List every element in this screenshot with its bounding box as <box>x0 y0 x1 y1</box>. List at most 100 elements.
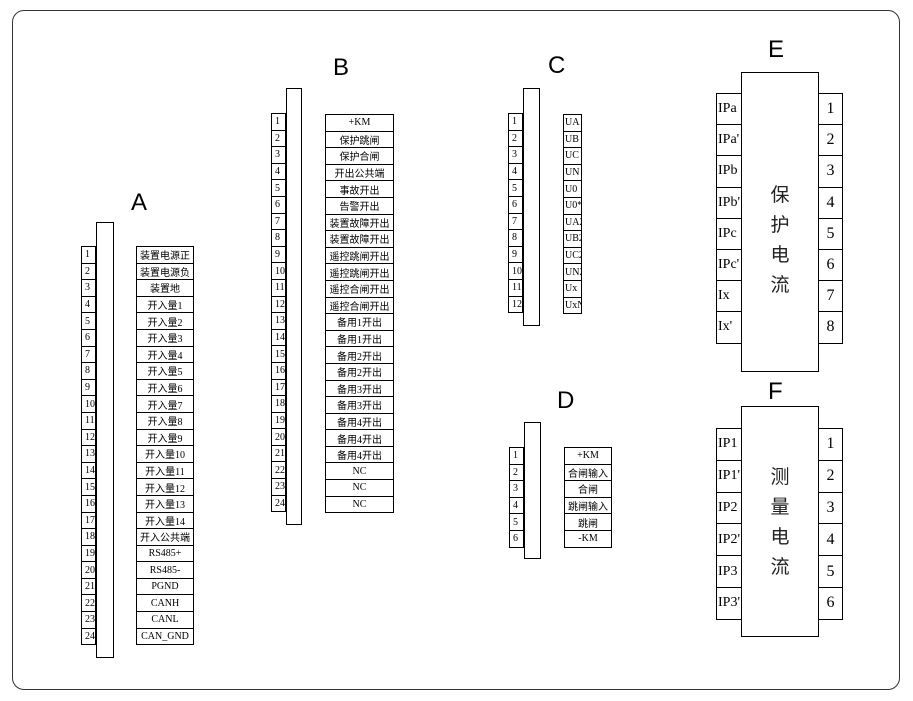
center-label-char: 测 <box>770 466 790 488</box>
terminal-number: 24 <box>271 494 286 513</box>
terminal-label: 开入量13 <box>136 494 194 513</box>
terminal-number: 17 <box>271 378 286 397</box>
center-label-char: 电 <box>770 526 790 548</box>
terminal-number: 2 <box>81 262 96 281</box>
terminal-number: 5 <box>81 312 96 330</box>
terminal-label: NC <box>325 462 394 481</box>
terminal-number: 3 <box>818 491 843 525</box>
terminal-label: IPa <box>716 93 742 126</box>
terminal-label: IP1' <box>716 459 742 493</box>
terminal-label: U0 <box>563 180 582 198</box>
terminal-number: 7 <box>81 345 96 364</box>
terminal-number: 3 <box>81 279 96 297</box>
terminal-label: 开入量11 <box>136 461 194 480</box>
terminal-label: 备用4开出 <box>325 429 394 447</box>
terminal-number: 20 <box>81 561 96 579</box>
terminal-label: UC <box>563 147 582 165</box>
terminal-label: IP3 <box>716 555 742 588</box>
terminal-label: 开入量9 <box>136 428 194 447</box>
terminal-number: 11 <box>508 278 523 297</box>
terminal-label: IP2 <box>716 491 742 525</box>
terminal-number: 4 <box>271 162 286 181</box>
terminal-number: 1 <box>818 93 843 126</box>
terminal-label: 事故开出 <box>325 180 394 198</box>
terminal-label: 开入公共端 <box>136 528 194 546</box>
diagram-frame <box>12 10 900 690</box>
terminal-number: 5 <box>509 513 524 531</box>
terminal-number: 2 <box>271 129 286 148</box>
block-f-center-label: 测量电流 <box>765 462 795 582</box>
terminal-number: 15 <box>271 345 286 363</box>
terminal-number: 12 <box>508 295 523 314</box>
terminal-label: +KM <box>564 447 612 465</box>
terminal-label: 开入量4 <box>136 345 194 364</box>
terminal-number: 22 <box>271 461 286 480</box>
terminal-number: 3 <box>818 155 843 188</box>
terminal-label: UA <box>563 114 582 132</box>
terminal-number: 6 <box>818 248 843 282</box>
terminal-number: 9 <box>508 245 523 264</box>
terminal-label: -KM <box>564 529 612 548</box>
terminal-label: UB2 <box>563 230 582 248</box>
terminal-number: 7 <box>508 212 523 231</box>
terminal-number: 13 <box>81 445 96 463</box>
terminal-label: 开入量1 <box>136 295 194 314</box>
terminal-number: 2 <box>818 459 843 493</box>
terminal-label: Ix <box>716 280 742 313</box>
terminal-number: 19 <box>271 411 286 430</box>
terminal-label: IP1 <box>716 428 742 461</box>
terminal-number: 8 <box>81 362 96 380</box>
terminal-label: RS485- <box>136 561 194 579</box>
terminal-number: 4 <box>818 186 843 219</box>
terminal-label: IPa' <box>716 124 742 157</box>
terminal-label: 备用3开出 <box>325 379 394 398</box>
terminal-number: 2 <box>818 124 843 157</box>
terminal-number: 8 <box>271 229 286 247</box>
terminal-number: 16 <box>271 361 286 380</box>
terminal-label: 开入量7 <box>136 395 194 413</box>
terminal-label: 开入量6 <box>136 378 194 397</box>
terminal-label: 备用2开出 <box>325 346 394 364</box>
terminal-number: 6 <box>508 195 523 214</box>
terminal-label: 开入量8 <box>136 411 194 430</box>
center-label-char: 保 <box>770 184 790 206</box>
block-f-title: F <box>768 378 783 405</box>
terminal-label: IPc <box>716 217 742 250</box>
terminal-number: 7 <box>271 212 286 231</box>
block-d-title: D <box>557 387 575 414</box>
terminal-number: 5 <box>508 179 523 197</box>
terminal-number: 21 <box>81 577 96 596</box>
terminal-number: 15 <box>81 478 96 496</box>
center-label-char: 电 <box>770 244 790 266</box>
terminal-number: 5 <box>271 179 286 197</box>
terminal-number: 4 <box>509 496 524 515</box>
terminal-number: 3 <box>508 146 523 164</box>
terminal-label: IPb <box>716 155 742 188</box>
terminal-number: 13 <box>271 312 286 330</box>
terminal-label: Ux <box>563 279 582 298</box>
terminal-label: 装置故障开出 <box>325 213 394 232</box>
terminal-label: CANL <box>136 611 194 629</box>
terminal-number: 6 <box>81 328 96 347</box>
terminal-label: +KM <box>325 114 394 132</box>
terminal-label: 备用3开出 <box>325 396 394 414</box>
center-label-char: 护 <box>770 214 790 236</box>
terminal-number: 12 <box>271 295 286 314</box>
terminal-number: 3 <box>271 146 286 164</box>
terminal-number: 6 <box>271 195 286 214</box>
terminal-number: 5 <box>818 555 843 588</box>
block-a-title: A <box>131 189 148 216</box>
terminal-label: 遥控跳闸开出 <box>325 263 394 281</box>
terminal-label: 开入量3 <box>136 328 194 347</box>
terminal-label: 备用2开出 <box>325 362 394 381</box>
terminal-number: 14 <box>81 461 96 480</box>
block-a-terminal-strip <box>96 222 114 658</box>
